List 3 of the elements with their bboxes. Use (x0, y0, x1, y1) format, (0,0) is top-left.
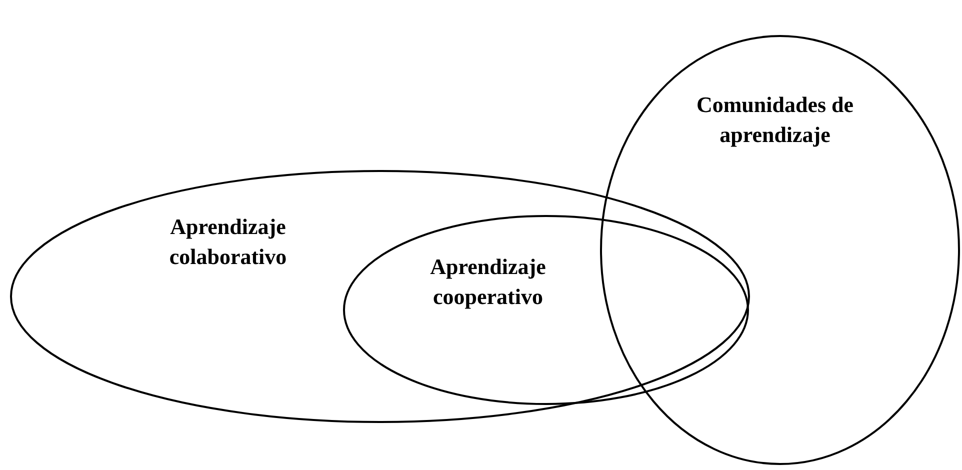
set-label: Comunidades de aprendizaje (695, 91, 855, 149)
set-label: Aprendizaje cooperativo (429, 253, 547, 311)
set-label: Aprendizaje colaborativo (168, 213, 288, 271)
